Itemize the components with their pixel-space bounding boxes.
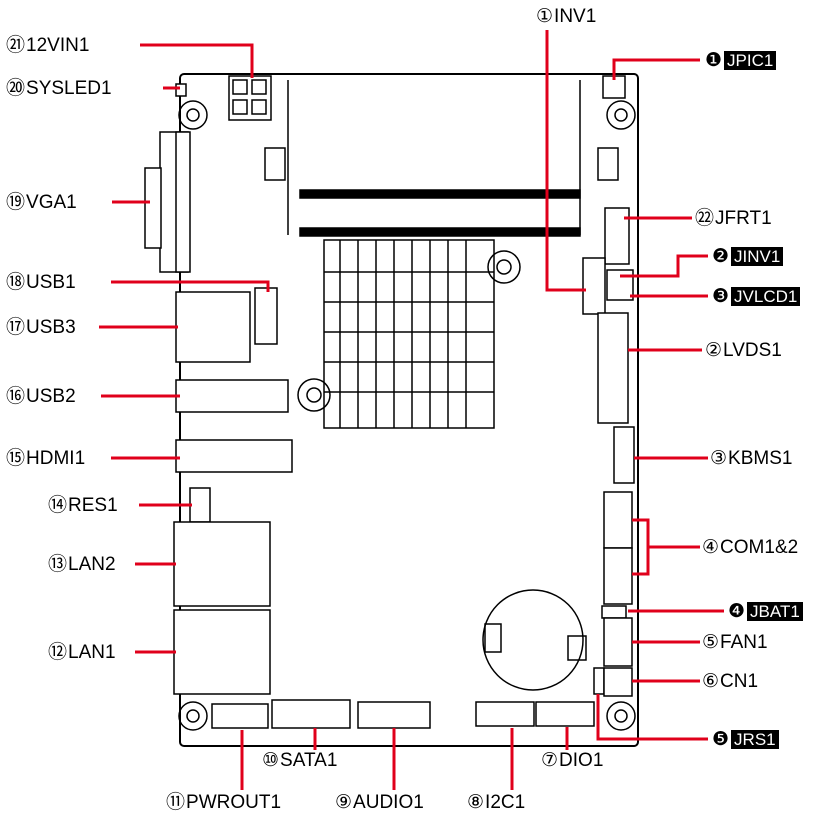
bottom-connectors xyxy=(211,699,595,729)
label-pwrout1: ⑪PWROUT1 xyxy=(166,792,282,813)
battery xyxy=(482,589,587,691)
mounting-holes xyxy=(178,100,636,731)
label-kbms1: ③KBMS1 xyxy=(710,448,793,469)
label-audio1: ⑨AUDIO1 xyxy=(335,792,424,813)
label-usb3: ⑰USB3 xyxy=(6,317,76,338)
label-cn1: ⑥CN1 xyxy=(702,671,759,692)
heatsink xyxy=(323,239,495,429)
left-connectors xyxy=(144,75,293,695)
label-vga1: ⑲VGA1 xyxy=(6,192,77,213)
label-12vin1: ㉑12VIN1 xyxy=(6,35,90,56)
label-lvds1: ②LVDS1 xyxy=(705,340,782,361)
right-connectors xyxy=(582,75,635,697)
label-sata1: ⑩SATA1 xyxy=(262,750,338,771)
label-jfrt1: ㉒JFRT1 xyxy=(695,208,772,229)
label-usb1: ⑱USB1 xyxy=(6,272,76,293)
label-res1: ⑭RES1 xyxy=(48,495,118,516)
label-hdmi1: ⑮HDMI1 xyxy=(6,448,86,469)
label-sysled1: ⑳SYSLED1 xyxy=(6,78,112,99)
label-com12: ④COM1&2 xyxy=(702,537,799,558)
label-inv1: ①INV1 xyxy=(536,6,597,27)
label-fan1: ⑤FAN1 xyxy=(702,632,768,653)
leader-lines xyxy=(99,30,724,790)
label-dio1: ⑦DIO1 xyxy=(541,750,604,771)
label-usb2: ⑯USB2 xyxy=(6,386,76,407)
label-lan2: ⑬LAN2 xyxy=(48,554,116,575)
sodimm-slot xyxy=(264,80,619,237)
label-lan1: ⑫LAN1 xyxy=(48,642,116,663)
label-i2c1: ⑧I2C1 xyxy=(467,792,526,813)
